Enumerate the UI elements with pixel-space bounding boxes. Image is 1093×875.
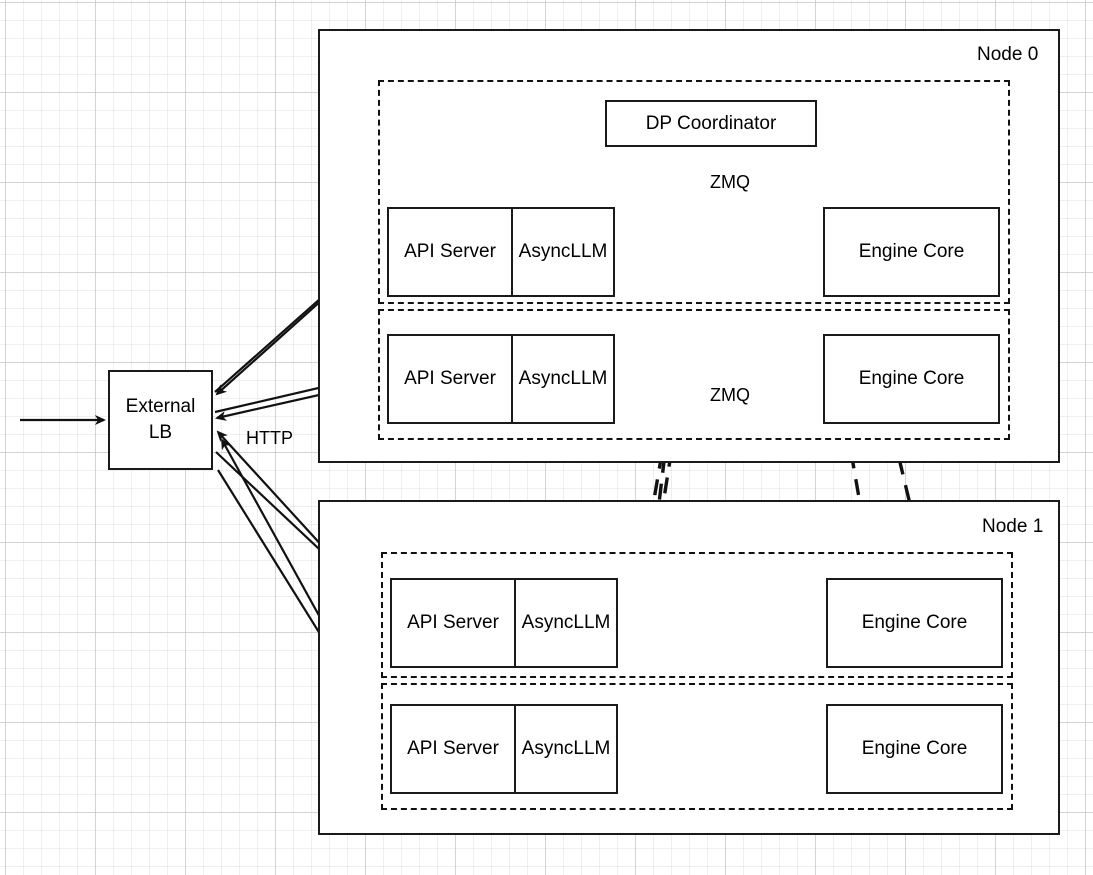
node-1-rank-1-group xyxy=(381,683,1013,810)
api-server-unit-n1-r0[interactable]: API Server AsyncLLM xyxy=(390,578,618,668)
asyncllm-label-n0-r1: AsyncLLM xyxy=(518,368,608,389)
api-server-label-n0-r0: API Server xyxy=(389,209,513,295)
engine-core-n1-r0[interactable]: Engine Core xyxy=(826,578,1003,668)
api-server-label-n0-r1: API Server xyxy=(389,336,513,422)
http-label: HTTP xyxy=(246,428,293,448)
node-0-title: Node 0 xyxy=(977,44,1039,65)
asyncllm-label-n0-r0: AsyncLLM xyxy=(518,241,608,262)
api-server-unit-n0-r0[interactable]: API Server AsyncLLM xyxy=(387,207,615,297)
zmq-label-top: ZMQ xyxy=(710,172,750,192)
zmq-label-bottom: ZMQ xyxy=(710,385,750,405)
engine-core-n1-r1[interactable]: Engine Core xyxy=(826,704,1003,794)
api-server-unit-n0-r1[interactable]: API Server AsyncLLM xyxy=(387,334,615,424)
api-server-unit-n1-r1[interactable]: API Server AsyncLLM xyxy=(390,704,618,794)
engine-core-n0-r0[interactable]: Engine Core xyxy=(823,207,1000,297)
api-server-label-n1-r1: API Server xyxy=(392,706,516,792)
node-1-title: Node 1 xyxy=(982,516,1044,537)
node-0-rank-1-group xyxy=(378,309,1010,440)
api-server-label-n1-r0: API Server xyxy=(392,580,516,666)
dp-coordinator-box[interactable]: DP Coordinator xyxy=(605,100,817,147)
node-0-rank-0-group xyxy=(378,80,1010,304)
external-lb-box[interactable]: External LB xyxy=(108,370,213,470)
node-1-rank-0-group xyxy=(381,552,1013,678)
asyncllm-label-n1-r0: AsyncLLM xyxy=(521,612,611,633)
engine-core-n0-r1[interactable]: Engine Core xyxy=(823,334,1000,424)
asyncllm-label-n1-r1: AsyncLLM xyxy=(521,738,611,759)
